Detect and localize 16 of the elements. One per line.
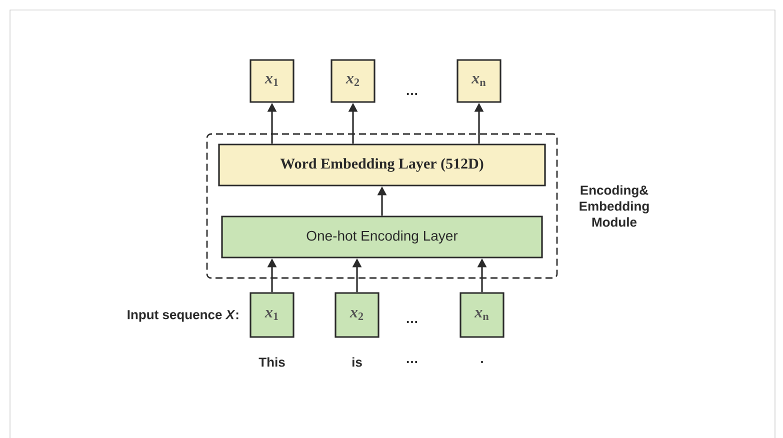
ellipsis: … bbox=[406, 361, 418, 363]
input-label: Input sequence X: bbox=[128, 310, 238, 322]
layer-box: One-hot Encoding Layer bbox=[221, 216, 543, 258]
token-word: . bbox=[481, 361, 483, 363]
token-box: x$_{1}$ bbox=[250, 292, 294, 338]
token-box: x$_{2}$ bbox=[330, 59, 376, 103]
token-word: is bbox=[352, 357, 362, 367]
token-box: x$_{1}$ bbox=[250, 59, 294, 103]
token-word: This bbox=[258, 357, 285, 367]
ellipsis: … bbox=[406, 93, 418, 95]
ellipsis: … bbox=[406, 321, 418, 323]
token-box: x$_{n}$ bbox=[456, 59, 502, 103]
module-label: Encoding& Embedding Module bbox=[580, 185, 649, 227]
token-box: x$_{2}$ bbox=[334, 292, 380, 338]
layer-box: Word Embedding Layer (512D) bbox=[218, 144, 546, 186]
token-box: x$_{n}$ bbox=[460, 292, 504, 338]
